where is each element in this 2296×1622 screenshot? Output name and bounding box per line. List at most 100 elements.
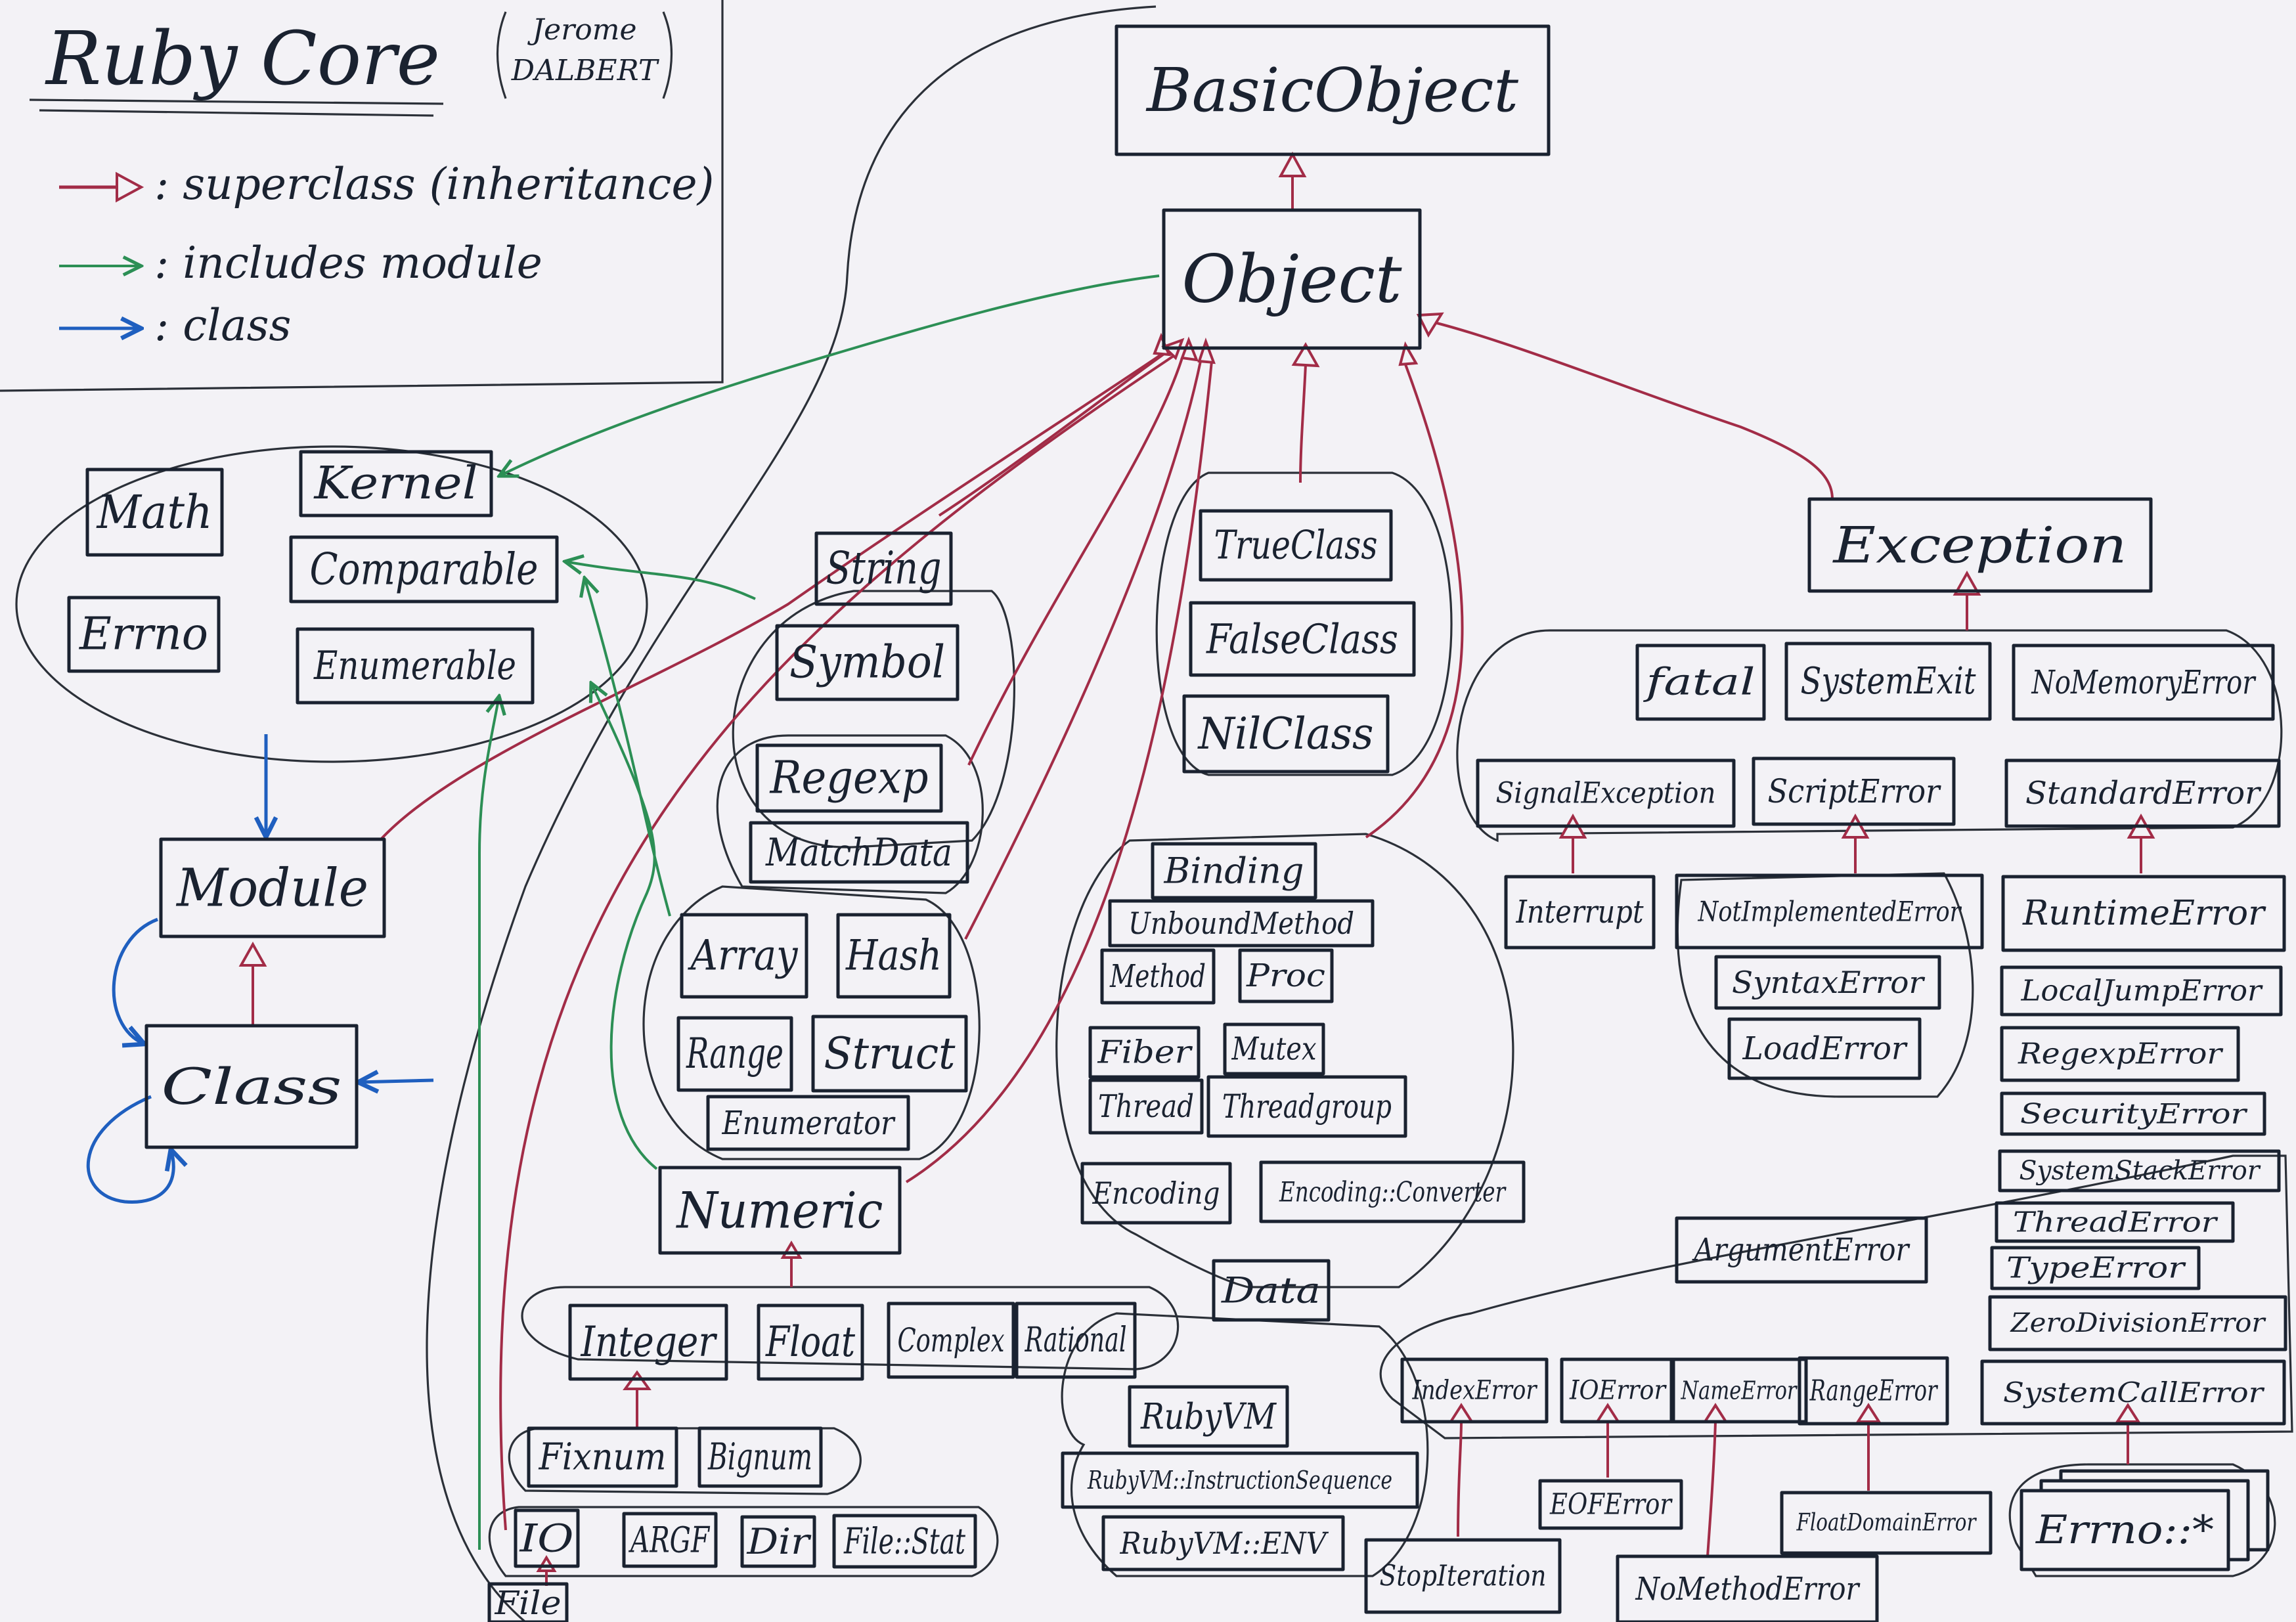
node-method: Method (1100, 948, 1216, 1005)
node-file-stat-box (832, 1514, 977, 1569)
node-integer-box (568, 1304, 728, 1381)
node-kernel-box (299, 450, 493, 517)
node-system-stack-error-box (1998, 1149, 2281, 1193)
legend-class: : class (59, 300, 291, 351)
node-mutex: Mutex (1223, 1022, 1325, 1076)
node-local-jump-error-label: LocalJumpError (2020, 975, 2263, 1008)
node-runtime-error: RuntimeError (2001, 875, 2286, 952)
node-module: Module (159, 837, 386, 938)
node-argument-error: ArgumentError (1675, 1216, 1928, 1284)
node-system-exit-box (1784, 642, 1992, 721)
node-dir-box (740, 1515, 816, 1568)
node-fiber-label: Fiber (1097, 1034, 1193, 1071)
regexp-group (716, 734, 984, 894)
node-thread-error-box (1995, 1201, 2235, 1243)
node-enumerable-box (296, 627, 535, 705)
node-io-error-label: IOError (1569, 1376, 1667, 1406)
group-outlines (15, 5, 2293, 1622)
node-file-stat-label: File::Stat (843, 1521, 965, 1562)
node-complex-label: Complex (898, 1321, 1005, 1359)
node-array-box (680, 913, 808, 999)
node-array-label: Array (688, 932, 798, 980)
node-match-data-box (749, 821, 969, 884)
node-argf: ARGF (622, 1512, 718, 1568)
node-data-box (1212, 1259, 1331, 1322)
include-edges (478, 274, 1160, 1550)
node-class-box (144, 1024, 359, 1149)
node-regexp: Regexp (755, 743, 943, 813)
legend-class-text: : class (154, 300, 291, 351)
node-binding: Binding (1151, 842, 1317, 900)
node-enumerator-box (706, 1095, 910, 1151)
node-regexp-box (755, 743, 943, 813)
node-fiber-box (1088, 1026, 1201, 1079)
node-interrupt: Interrupt (1504, 875, 1656, 950)
node-syntax-error-box (1714, 955, 1941, 1010)
node-range-error-box (1798, 1356, 1949, 1426)
node-symbol-label: Symbol (789, 637, 945, 689)
node-string: String (814, 531, 953, 606)
node-type-error-label: TypeError (2006, 1252, 2186, 1285)
node-standard-error-label: StandardError (2025, 775, 2262, 812)
node-not-implemented-error: NotImplementedError (1675, 873, 1984, 950)
node-range: Range (676, 1016, 793, 1092)
node-nil-class: NilClass (1182, 694, 1390, 774)
node-no-memory-error-label: NoMemoryError (2031, 663, 2257, 701)
node-unbound-method-label: UnboundMethod (1128, 906, 1354, 941)
true-false-nil-group (1155, 471, 1453, 776)
node-range-box (676, 1016, 793, 1092)
node-eof-error-label: EOFError (1549, 1488, 1673, 1522)
node-errno-star-label: Errno::* (2035, 1507, 2214, 1553)
node-fatal: fatal (1635, 644, 1766, 721)
node-exception: Exception (1807, 497, 2153, 593)
numeric-subclasses-group (521, 1286, 1180, 1370)
node-file-label: File (494, 1584, 561, 1622)
node-true-class-label: TrueClass (1214, 523, 1378, 569)
node-zero-division-error-label: ZeroDivisionError (2009, 1308, 2266, 1338)
node-kernel: Kernel (299, 450, 493, 517)
node-script-error-box (1752, 756, 1956, 826)
object-outer-outline (426, 5, 1157, 1622)
node-encoding-converter-label: Encoding::Converter (1279, 1176, 1507, 1208)
standard-error-subclasses-group (1379, 1154, 2293, 1439)
node-module-label: Module (175, 858, 368, 919)
node-class: Class (144, 1024, 359, 1149)
node-struct-box (811, 1015, 968, 1093)
legend-includes: : includes module (59, 238, 542, 288)
node-script-error: ScriptError (1752, 756, 1956, 826)
node-float: Float (757, 1304, 864, 1381)
node-fatal-label: fatal (1643, 661, 1755, 704)
node-rubyvm-label: RubyVM (1140, 1396, 1277, 1437)
legend-superclass: : superclass (inheritance) (59, 159, 714, 209)
node-system-stack-error: SystemStackError (1998, 1149, 2281, 1193)
node-bignum-box (697, 1426, 823, 1488)
node-load-error-label: LoadError (1742, 1030, 1909, 1067)
node-encoding-box (1080, 1162, 1232, 1225)
node-type-error: TypeError (1990, 1246, 2201, 1290)
node-float-domain-error-label: FloatDomainError (1796, 1510, 1977, 1537)
node-enumerable-label: Enumerable (313, 643, 516, 689)
node-hash-label: Hash (845, 932, 942, 980)
node-proc: Proc (1238, 948, 1334, 1003)
node-local-jump-error: LocalJumpError (2000, 965, 2283, 1017)
node-local-jump-error-box (2000, 965, 2283, 1017)
node-stop-iteration-box (1364, 1538, 1562, 1614)
node-false-class-box (1189, 601, 1416, 677)
node-rubyvm-env: RubyVM::ENV (1101, 1515, 1345, 1571)
node-rubyvm-env-label: RubyVM::ENV (1120, 1525, 1329, 1561)
legend-superclass-text: : superclass (inheritance) (154, 159, 714, 209)
node-no-memory-error: NoMemoryError (2012, 644, 2275, 721)
node-io-box (514, 1508, 580, 1568)
node-security-error: SecurityError (2000, 1091, 2266, 1136)
legend-includes-text: : includes module (154, 238, 542, 288)
node-security-error-box (2000, 1091, 2266, 1136)
node-object: Object (1162, 208, 1422, 350)
node-fixnum-box (527, 1426, 678, 1488)
node-basic-object-label: BasicObject (1145, 55, 1519, 125)
node-math-label: Math (96, 485, 213, 539)
node-float-domain-error: FloatDomainError (1780, 1491, 1993, 1555)
legend-panel: Ruby Core Jerome DALBERT : superclass (i… (0, 0, 724, 392)
node-load-error: LoadError (1727, 1017, 1922, 1080)
node-thread-error: ThreadError (1995, 1201, 2235, 1243)
